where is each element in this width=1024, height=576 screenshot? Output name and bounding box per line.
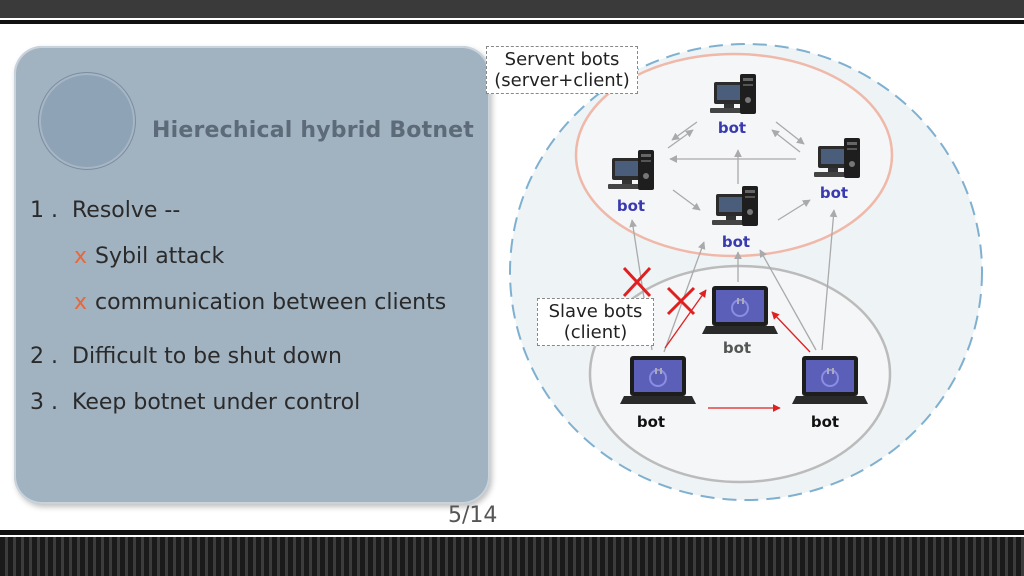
slide-title: Hierechical hybrid Botnet xyxy=(152,118,475,143)
panel-decor-circle xyxy=(38,72,136,170)
list-item-2: 2 . Difficult to be shut down xyxy=(30,344,342,369)
callout-line: Servent bots xyxy=(504,49,620,70)
callout-line: Slave bots xyxy=(548,301,643,322)
sub-item-communication: x communication between clients xyxy=(74,290,446,315)
slave-links xyxy=(664,289,811,412)
slave-bots-callout: Slave bots (client) xyxy=(537,298,654,346)
item-text: Sybil attack xyxy=(95,244,225,269)
item-text: communication between clients xyxy=(95,290,447,315)
slave-bot-left-icon xyxy=(619,355,697,405)
list-item-1: 1 . Resolve -- xyxy=(30,198,180,223)
bottom-decor-line xyxy=(0,530,1024,535)
node-label: bot xyxy=(723,339,751,357)
node-label: bot xyxy=(820,184,848,202)
page-number: 5/14 xyxy=(448,503,498,528)
node-label: bot xyxy=(637,413,665,431)
slave-bot-right-icon xyxy=(791,355,869,405)
slave-bot-top-icon xyxy=(701,285,779,335)
slave-ring xyxy=(588,264,892,484)
node-label: bot xyxy=(617,197,645,215)
node-label: bot xyxy=(811,413,839,431)
x-bullet-icon: x xyxy=(74,244,88,269)
item-text: Difficult to be shut down xyxy=(72,344,342,369)
item-number: 2 . xyxy=(30,344,58,369)
sub-item-sybil: x Sybil attack xyxy=(74,244,224,269)
node-label: bot xyxy=(718,119,746,137)
item-number: 3 . xyxy=(30,390,58,415)
top-decor-bar xyxy=(0,0,1024,18)
list-item-3: 3 . Keep botnet under control xyxy=(30,390,360,415)
servent-links xyxy=(667,121,811,221)
callout-line: (server+client) xyxy=(494,70,630,91)
servent-ring xyxy=(574,52,894,258)
blocked-x-icon xyxy=(622,266,696,316)
x-bullet-icon: x xyxy=(74,290,88,315)
item-number: 1 . xyxy=(30,198,58,223)
callout-line: (client) xyxy=(563,322,628,343)
node-label: bot xyxy=(722,233,750,251)
servent-bots-callout: Servent bots (server+client) xyxy=(486,46,638,94)
top-decor-line xyxy=(0,20,1024,24)
item-text: Keep botnet under control xyxy=(72,390,361,415)
item-text: Resolve -- xyxy=(72,198,181,223)
bottom-decor-bar xyxy=(0,537,1024,576)
